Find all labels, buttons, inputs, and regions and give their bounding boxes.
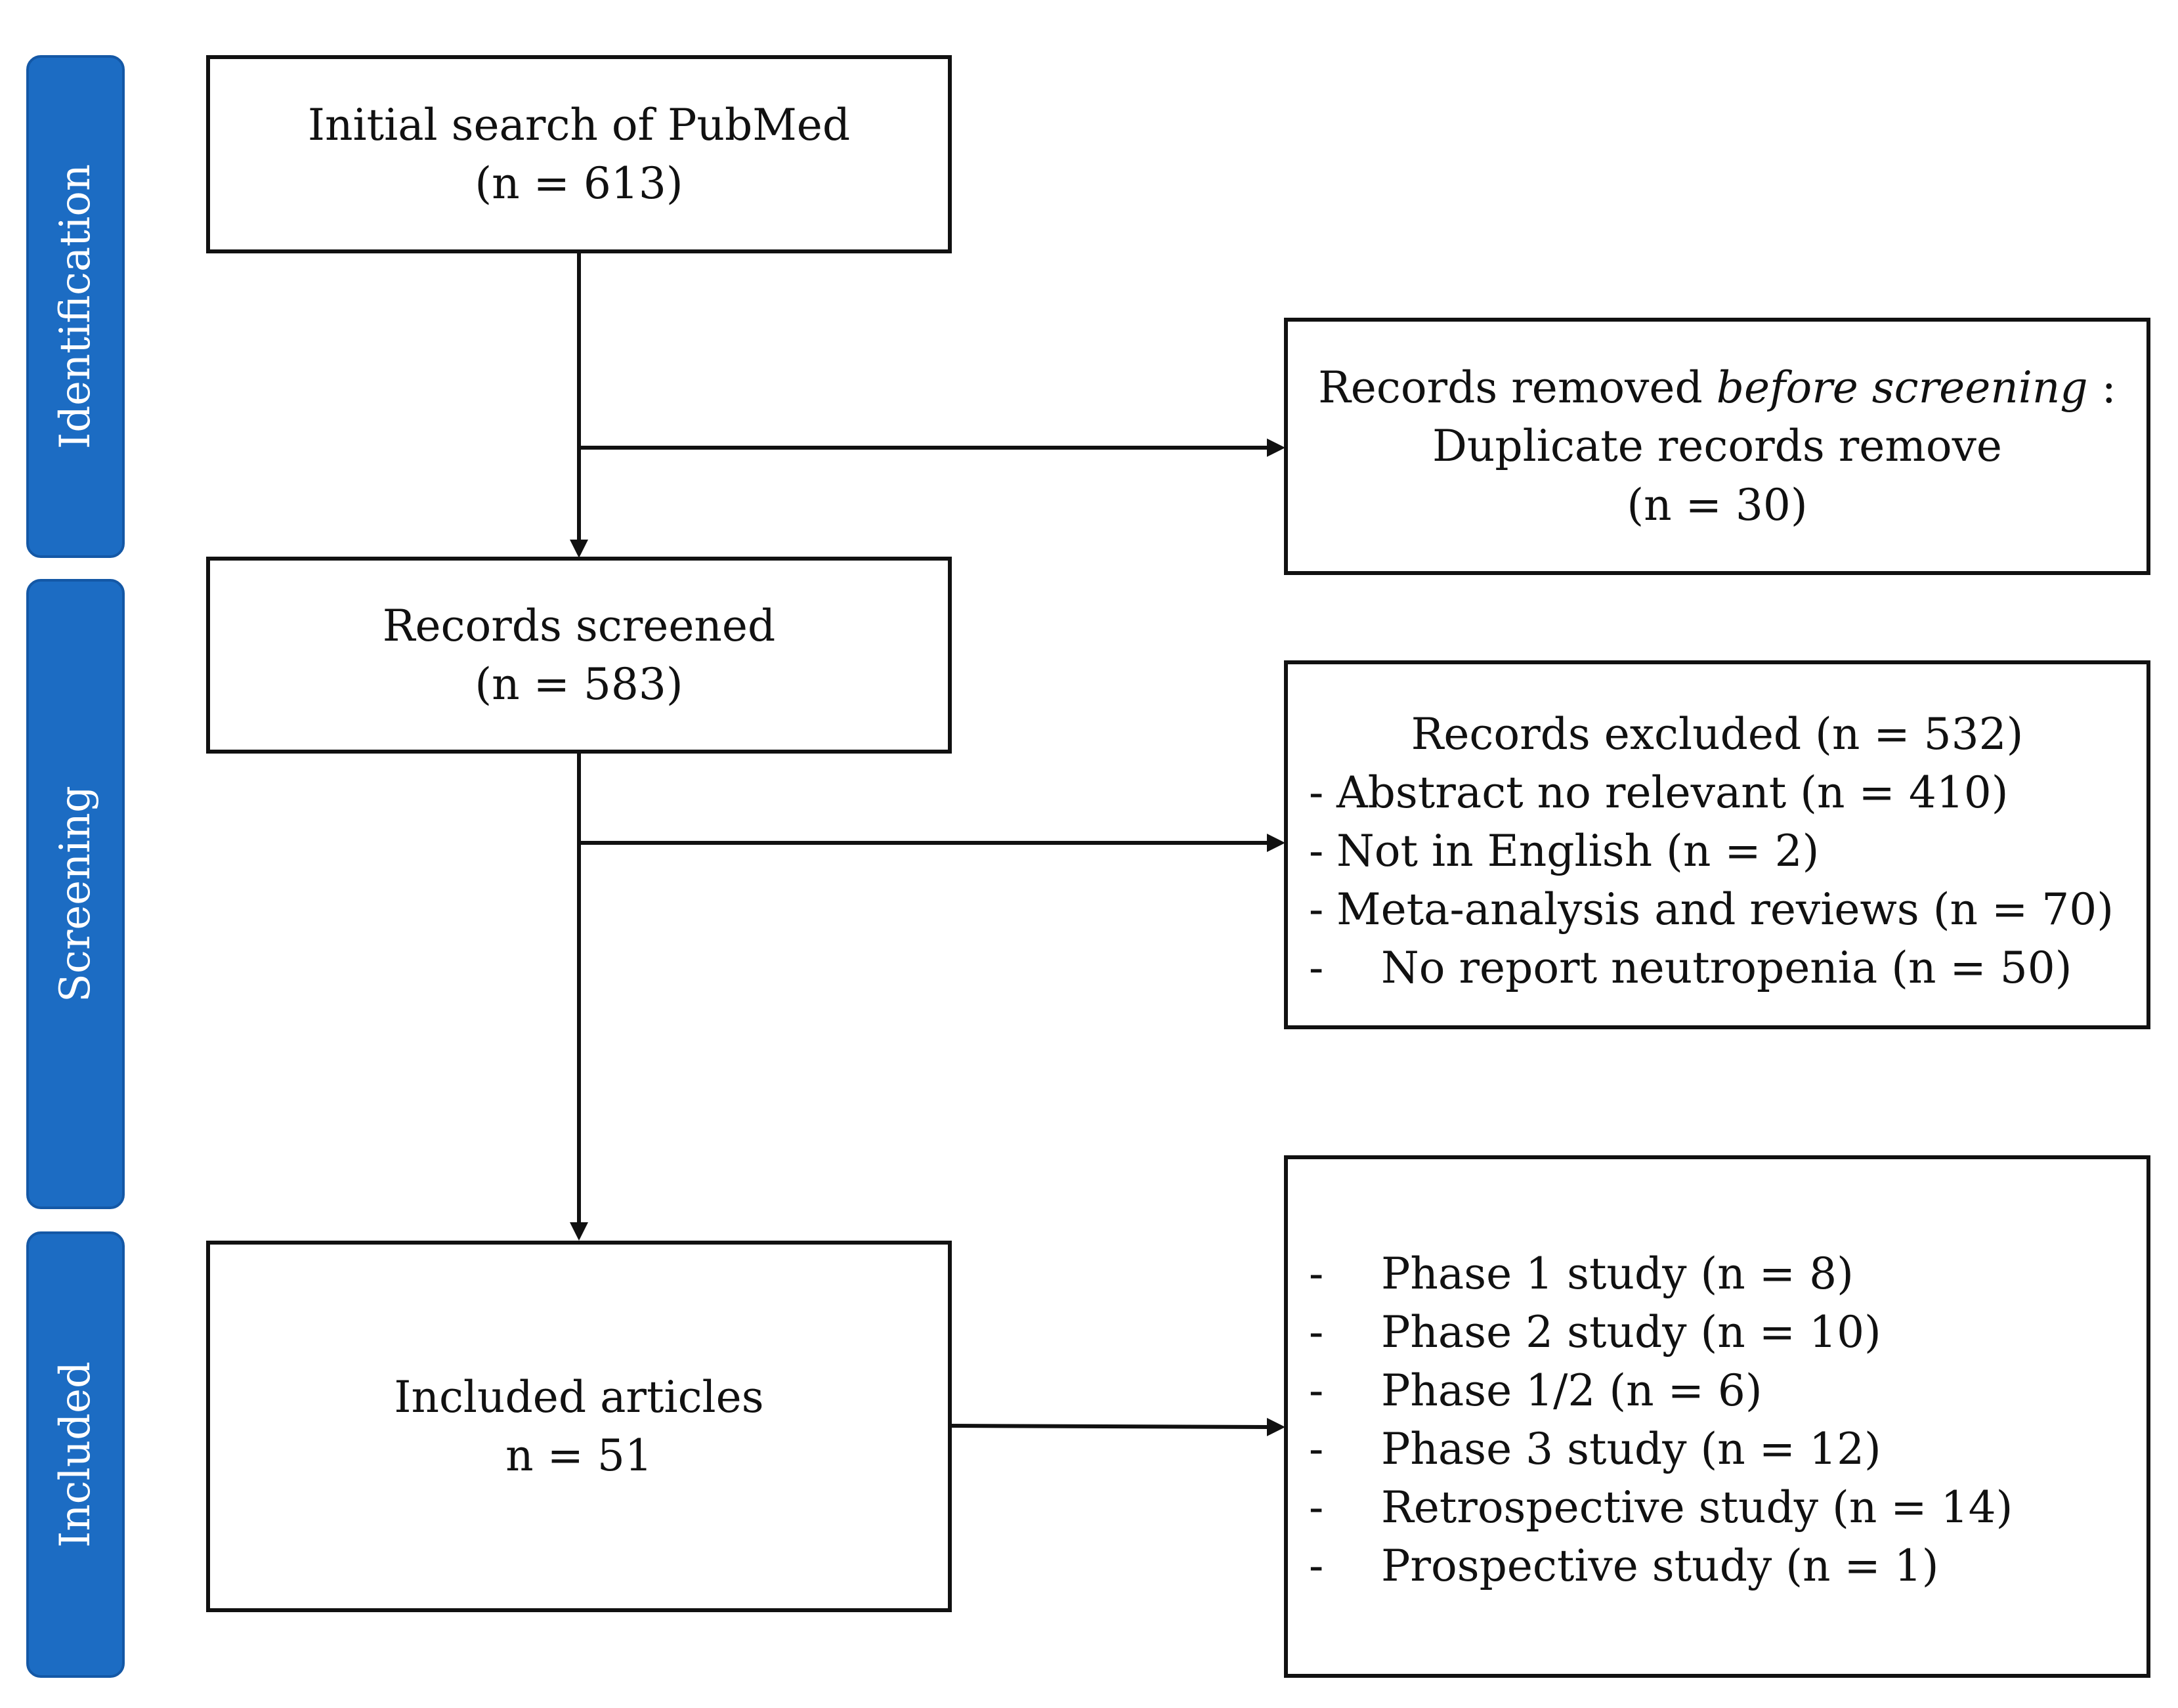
initial-search-count: (n = 613)	[475, 158, 683, 209]
study-types-box: -Phase 1 study (n = 8) -Phase 2 study (n…	[1284, 1155, 2150, 1678]
study-type-item: -Phase 1 study (n = 8)	[1309, 1249, 1854, 1299]
initial-search-box: Initial search of PubMed (n = 613)	[206, 55, 952, 253]
before-screening-italic: before screening	[1716, 362, 2088, 414]
records-removed-line2: Duplicate records remove	[1432, 421, 2002, 472]
arrowhead-screened	[570, 540, 588, 558]
stage-identification: Identification	[26, 55, 125, 558]
included-articles-box: Included articles n = 51	[206, 1241, 952, 1612]
records-excluded-box: Records excluded (n = 532) -Abstract no …	[1284, 660, 2150, 1029]
arrowhead-included	[570, 1222, 588, 1241]
stage-included: Included	[26, 1231, 125, 1678]
excluded-item: -Not in English (n = 2)	[1309, 826, 1820, 877]
stage-screening: Screening	[26, 579, 125, 1209]
study-type-item: -Prospective study (n = 1)	[1309, 1541, 1939, 1592]
initial-search-title: Initial search of PubMed	[307, 99, 851, 150]
included-articles-count: n = 51	[505, 1430, 652, 1481]
excluded-item: -No report neutropenia (n = 50)	[1309, 943, 2072, 994]
study-type-item: -Phase 2 study (n = 10)	[1309, 1307, 1881, 1358]
records-screened-title: Records screened	[382, 600, 776, 651]
records-removed-box: Records removed before screening : Dupli…	[1284, 318, 2150, 575]
excluded-item: -Abstract no relevant (n = 410)	[1309, 767, 2009, 819]
records-screened-box: Records screened (n = 583)	[206, 557, 952, 754]
records-screened-count: (n = 583)	[475, 659, 683, 710]
excluded-item: -Meta-analysis and reviews (n = 70)	[1309, 884, 2114, 935]
records-excluded-title: Records excluded (n = 532)	[1411, 709, 2024, 759]
stage-identification-label: Identification	[51, 163, 100, 450]
study-type-item: -Phase 3 study (n = 12)	[1309, 1424, 1881, 1475]
arrowhead-excluded	[1267, 834, 1285, 852]
stage-screening-label: Screening	[51, 786, 100, 1002]
arrow-included-to-types	[950, 1424, 1269, 1429]
records-removed-line1: Records removed before screening :	[1318, 362, 2116, 414]
arrowhead-removed	[1267, 438, 1285, 457]
records-removed-count: (n = 30)	[1627, 479, 1808, 530]
study-type-item: -Phase 1/2 (n = 6)	[1309, 1365, 1762, 1417]
arrowhead-types	[1267, 1418, 1285, 1436]
included-articles-title: Included articles	[394, 1371, 764, 1422]
study-type-item: -Retrospective study (n = 14)	[1309, 1482, 2013, 1533]
stage-included-label: Included	[51, 1361, 100, 1548]
